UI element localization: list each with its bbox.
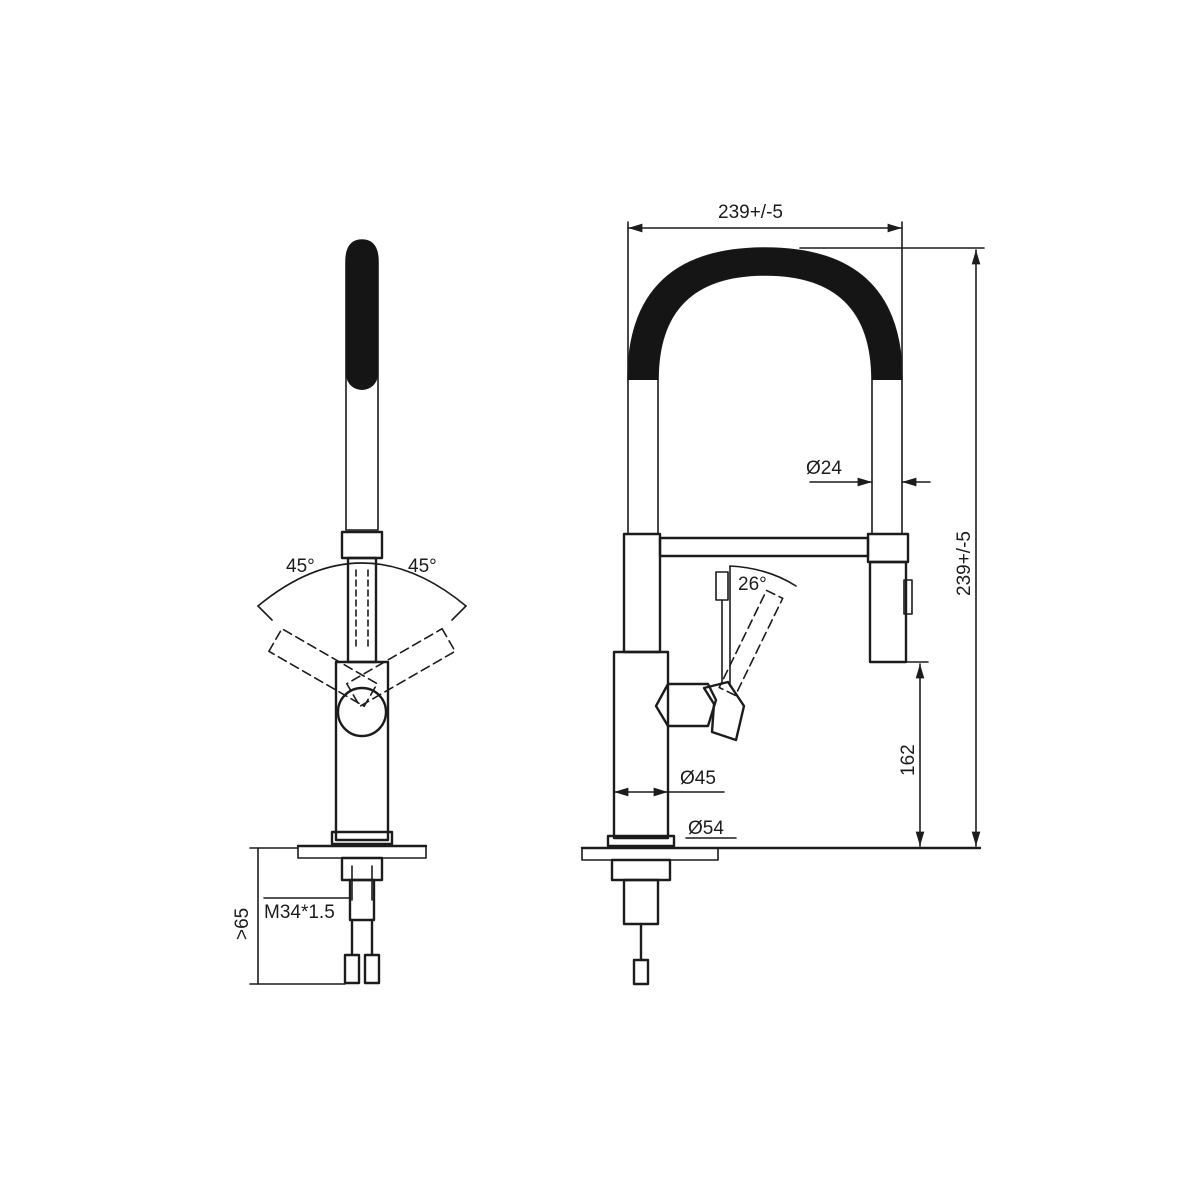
side-handle-hub — [336, 686, 388, 738]
front-handle-stub — [654, 682, 718, 728]
side-hose-end-right — [363, 953, 381, 985]
side-angle-left-label: 45° — [286, 556, 315, 577]
front-lever-angle-label: 26° — [738, 574, 767, 595]
side-hose-end-left — [343, 953, 361, 985]
side-countertop — [297, 845, 427, 859]
front-body-diameter-label: Ø45 — [680, 768, 716, 789]
side-swivel-arc — [257, 562, 467, 607]
front-body — [612, 650, 670, 840]
front-spray-button — [903, 579, 913, 615]
front-column — [622, 532, 662, 654]
side-upper-stem — [346, 556, 378, 664]
front-hose-end — [632, 958, 650, 986]
side-threaded-rod — [348, 878, 376, 922]
front-lever-tip — [715, 571, 729, 601]
side-swing-right — [346, 627, 456, 708]
side-hose-collar — [340, 530, 384, 560]
side-base-ring — [330, 830, 394, 846]
front-spray-head — [868, 560, 908, 664]
side-mount-nut — [340, 856, 384, 882]
side-swing-left — [268, 627, 378, 708]
front-support-arm — [658, 536, 870, 558]
side-thread-label: M34*1.5 — [264, 902, 335, 923]
front-width-label: 239+/-5 — [718, 202, 783, 223]
front-base-ring — [606, 834, 676, 848]
front-lever-dashed — [718, 589, 784, 697]
front-base-diameter-label: Ø54 — [688, 818, 724, 839]
side-view: 45° 45° >65 M34*1.5 — [232, 239, 467, 985]
front-lever-arc — [729, 565, 797, 587]
side-depth-label: >65 — [232, 908, 253, 940]
front-clearance-label: 162 — [898, 744, 919, 776]
front-mount-nut — [610, 858, 672, 882]
front-shank — [622, 878, 660, 926]
front-head-holder — [866, 532, 910, 564]
front-handle-lever — [702, 680, 746, 742]
side-angle-right-label: 45° — [408, 556, 437, 577]
side-body — [334, 660, 390, 842]
front-hose-diameter-label: Ø24 — [806, 458, 842, 479]
front-height-label: 239+/-5 — [954, 531, 975, 596]
side-hose-top — [346, 240, 378, 390]
front-countertop — [581, 847, 719, 861]
front-view: 26° 239+/-5 239+/-5 162 Ø24 Ø45 Ø — [580, 202, 985, 986]
